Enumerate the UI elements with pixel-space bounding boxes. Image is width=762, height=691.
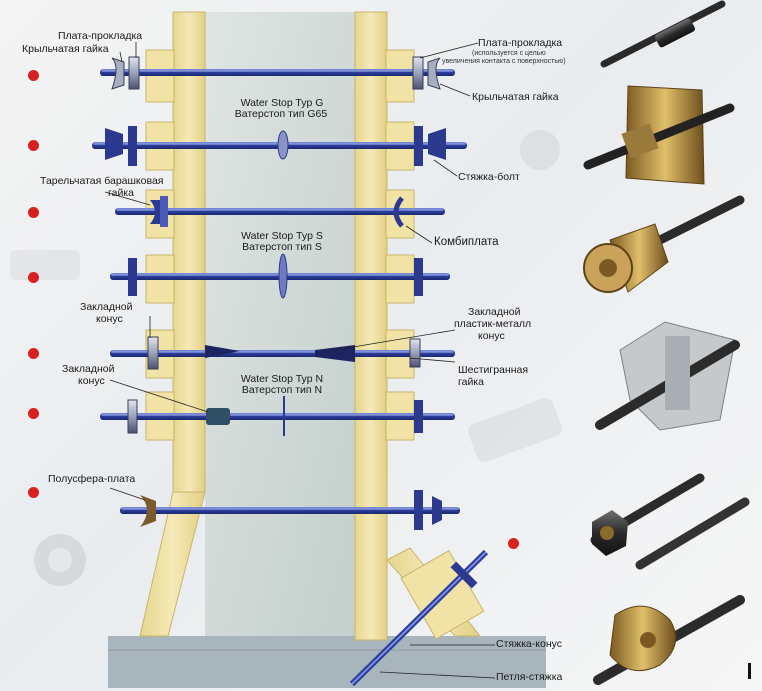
label-cone-plastic-1: Закладной — [468, 306, 521, 318]
photo-combiplate — [595, 321, 740, 431]
label-hex-nut-2: гайка — [458, 376, 484, 388]
row-4-hardware — [128, 253, 423, 299]
label-top-left-plate: Плата-прокладка — [58, 30, 143, 42]
label-plate-wingnut-2: гайка — [108, 187, 134, 199]
red-marker-row-8 — [508, 538, 519, 549]
row-5-hardware — [147, 336, 421, 370]
photo-wing-nut-rod — [593, 595, 745, 685]
diagonal-tie-hardware — [450, 561, 478, 589]
label-cone-plastic-3: конус — [478, 330, 505, 342]
photo-coupler — [600, 0, 726, 68]
label-water-stop-s-en: Water Stop Typ S — [241, 230, 323, 242]
label-combiplate: Комбиплата — [434, 236, 499, 248]
label-water-stop-s-ru: Ватерстоп тип S — [242, 241, 322, 253]
red-marker-row-3 — [28, 207, 39, 218]
row-7-hardware — [140, 490, 442, 530]
red-marker-row-2 — [28, 140, 39, 151]
label-cone-plastic-2: пластик-металл — [454, 318, 532, 330]
row-3-hardware — [150, 196, 404, 228]
photo-anchor-plate-wingnut — [583, 85, 735, 185]
photo-cone-hex-nut — [583, 195, 745, 293]
label-cone-left-2: конус — [96, 313, 123, 325]
red-marker-row-6 — [28, 408, 39, 419]
label-cone-left-1: Закладной — [80, 301, 133, 313]
label-top-right-plate: Плата-прокладка — [478, 37, 563, 49]
label-loop-tie: Петля-стяжка — [496, 671, 563, 683]
label-top-right-note-2: увеличения контакта с поверхностью) — [442, 58, 566, 65]
floor-slab — [108, 636, 546, 688]
label-water-stop-n-en: Water Stop Typ N — [240, 373, 324, 385]
red-marker-row-7 — [28, 487, 39, 498]
right-formwork — [354, 11, 485, 641]
leader-lines — [104, 42, 496, 679]
label-plate-wingnut-1: Тарельчатая барашковая — [40, 175, 164, 187]
row-2-hardware — [105, 126, 446, 166]
label-top-left-wingnut: Крыльчатая гайка — [22, 43, 109, 55]
label-tie-bolt: Стяжка-болт — [458, 171, 520, 183]
red-marker-row-1 — [28, 70, 39, 81]
concrete-wall — [205, 12, 355, 640]
label-cone-left-b-1: Закладной — [62, 363, 115, 375]
label-water-stop-n-ru: Ватерстоп тип N — [241, 384, 323, 396]
label-water-stop-g-en: Water Stop Typ G — [240, 97, 324, 109]
red-marker-row-4 — [28, 272, 39, 283]
background-parts — [10, 130, 562, 586]
label-tie-cone: Стяжка-конус — [496, 638, 562, 650]
photo-hex-nut-rod — [590, 473, 750, 570]
label-water-stop-g-ru: Ватерстоп тип G65 — [234, 108, 328, 120]
row-6-hardware — [127, 396, 423, 436]
label-cone-left-b-2: конус — [78, 375, 105, 387]
label-right-wingnut: Крыльчатая гайка — [472, 91, 559, 103]
row-1-hardware — [111, 56, 441, 90]
red-marker-row-5 — [28, 348, 39, 359]
label-hex-nut-1: Шестигранная — [458, 364, 529, 376]
label-top-right-note-1: (используется с целью — [472, 50, 546, 57]
label-hemisphere-plate: Полусфера-плата — [48, 473, 136, 485]
edge-mark — [748, 663, 751, 679]
